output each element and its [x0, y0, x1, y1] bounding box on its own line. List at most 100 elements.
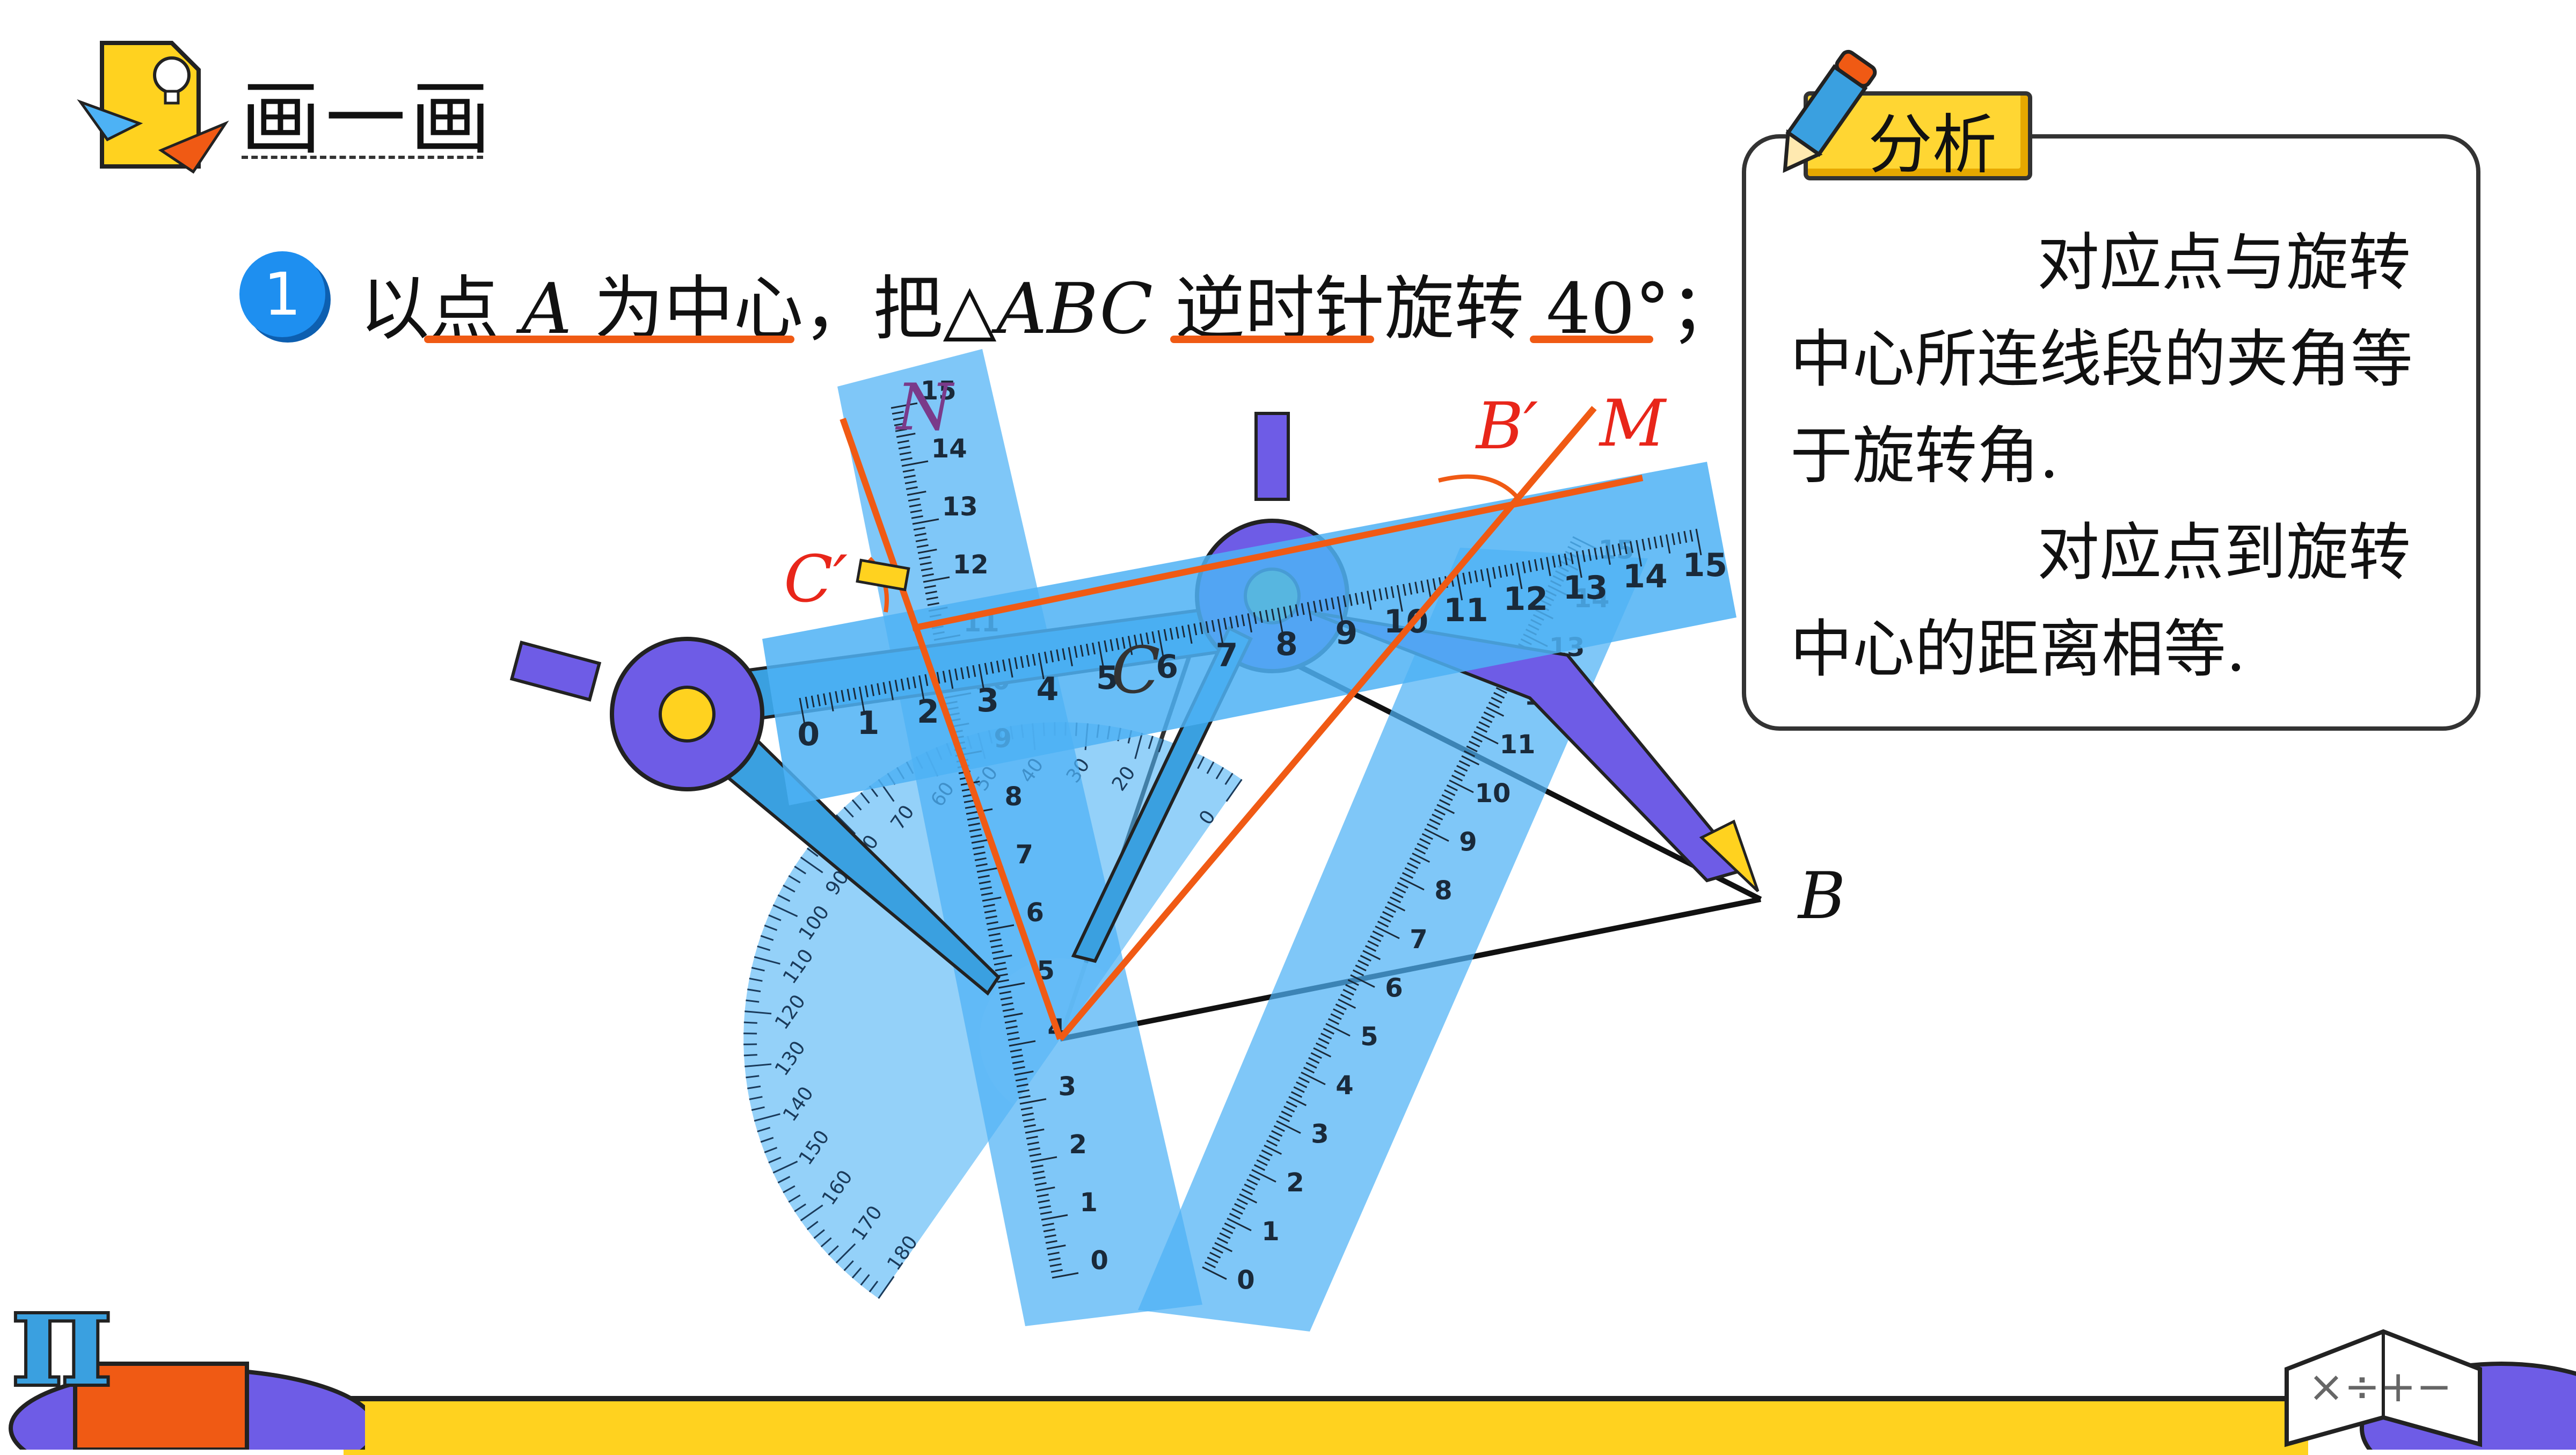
ruler-number: 7 [1216, 637, 1238, 674]
ruler-tick [1205, 621, 1209, 634]
ruler-tick [1026, 654, 1030, 667]
ruler-tick [1340, 993, 1352, 1001]
ruler-tick [1239, 1193, 1258, 1204]
ruler-tick [852, 687, 857, 700]
instruction-triangle: ABC [996, 268, 1153, 350]
ruler-tick [1231, 1207, 1243, 1215]
ruler-tick [989, 939, 1002, 943]
protractor-tick [746, 999, 760, 1003]
ruler-tick [1404, 867, 1416, 874]
ruler-number: 6 [1156, 648, 1178, 686]
ruler-tick [921, 567, 933, 571]
ruler-tick [1384, 587, 1389, 600]
ruler-tick [911, 515, 923, 519]
ruler-number: 11 [1500, 730, 1536, 760]
protractor-tick [757, 1126, 771, 1132]
ruler-number: 8 [1275, 625, 1298, 663]
ruler-tick [1510, 563, 1514, 576]
ruler-tick [1039, 1205, 1051, 1209]
ruler-tick [902, 469, 915, 473]
ruler-tick [924, 674, 929, 686]
ruler-tick [924, 585, 936, 589]
ruler-tick [1026, 1136, 1038, 1140]
ruler-number: 13 [1563, 569, 1608, 607]
ruler-tick [1325, 598, 1329, 611]
page-title: 画一画 [240, 72, 495, 166]
ruler-tick [1005, 1025, 1018, 1030]
protractor-tick [749, 977, 763, 982]
pi-decoration: π [9, 1267, 365, 1450]
ruler-tick [1264, 1144, 1282, 1155]
ruler-tick [1127, 636, 1133, 656]
ruler-tick [1266, 1139, 1278, 1147]
ruler-tick [942, 671, 946, 683]
ruler-tick [923, 576, 950, 583]
ruler-tick [1468, 571, 1472, 584]
ruler-tick [1020, 656, 1024, 668]
ruler-tick [1115, 638, 1120, 650]
ruler-tick [1204, 1261, 1216, 1269]
protractor-tick [860, 792, 870, 804]
protractor-tick [860, 1274, 870, 1286]
ruler-tick [1223, 617, 1227, 630]
ruler-tick [972, 665, 976, 677]
ruler-tick [1462, 572, 1466, 585]
ruler-tick [913, 676, 916, 688]
ruler-tick [1671, 533, 1675, 545]
ruler-tick [1214, 1242, 1233, 1253]
ruler-tick [1677, 532, 1682, 544]
ruler-tick [1384, 906, 1396, 913]
ruler-tick [1546, 557, 1551, 577]
analysis-paragraph-2: 对应点到旋转中心的距离相等. [1790, 516, 2411, 686]
ruler-tick [1325, 1023, 1351, 1037]
ruler-tick [1387, 901, 1406, 912]
ruler-tick [1222, 1227, 1234, 1234]
ruler-tick [1414, 581, 1419, 594]
ruler-tick [1552, 556, 1556, 568]
ruler-tick [1456, 573, 1463, 601]
pencil-tip [856, 558, 910, 592]
ruler-tick [1350, 974, 1375, 988]
ruler-tick [1027, 1141, 1039, 1146]
ruler-tick [1074, 646, 1078, 658]
highlight-angle [1530, 336, 1653, 343]
ruler-tick [1491, 696, 1502, 704]
ruler-number: 0 [1090, 1246, 1108, 1276]
ruler-tick [1372, 930, 1384, 937]
ruler-number: 0 [1237, 1265, 1254, 1296]
ruler-tick [1315, 1042, 1327, 1050]
ruler-number: 15 [1682, 547, 1727, 584]
ruler-tick [1313, 1047, 1332, 1058]
ruler-tick [991, 950, 1004, 954]
ruler-tick [1540, 558, 1544, 570]
ruler-tick [970, 834, 982, 838]
ruler-tick [1412, 852, 1431, 863]
ruler-tick [1256, 1159, 1268, 1166]
ruler-tick [1348, 594, 1353, 606]
ruler-tick [1249, 1174, 1260, 1181]
ruler-tick [1241, 614, 1245, 627]
ruler-tick [1354, 593, 1359, 605]
ruler-tick [877, 683, 881, 695]
protractor-tick [835, 1243, 856, 1264]
ruler-tick [1013, 1066, 1025, 1070]
ruler-tick [1046, 1245, 1066, 1250]
ruler-tick [1473, 731, 1499, 745]
ruler-tick [1000, 996, 1012, 1001]
ruler-tick [1370, 935, 1382, 942]
footer-bar [344, 1396, 2308, 1455]
ruler-tick [1042, 1223, 1054, 1227]
protractor-tick [751, 1106, 765, 1111]
ruler-tick [1033, 1176, 1046, 1180]
ruler-tick [1019, 1098, 1047, 1105]
ruler-tick [967, 817, 979, 821]
ruler-tick [1028, 1147, 1040, 1151]
ruler-tick [1175, 627, 1179, 639]
ruler-tick [1463, 750, 1476, 758]
protractor-tick [1134, 732, 1143, 759]
ruler-tick [1335, 1003, 1347, 1010]
ruler-tick [1330, 1013, 1342, 1020]
